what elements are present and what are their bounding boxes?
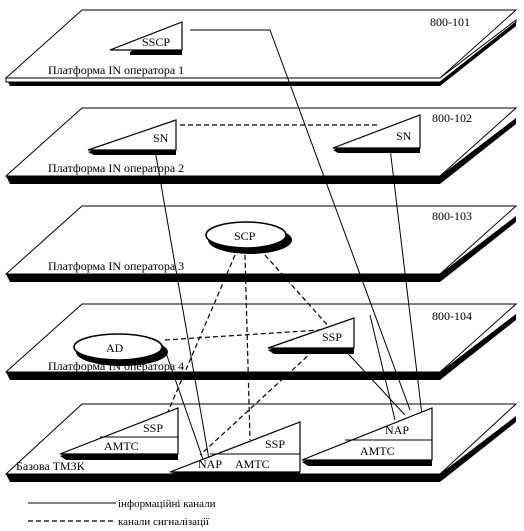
node-label-sn-left: SN: [153, 131, 169, 145]
platform-plane-1: 800-101 Платформа IN оператора 1: [4, 9, 518, 86]
node-label-ad: AD: [106, 341, 124, 355]
node-label-ssp-left: SSP: [143, 421, 163, 435]
info-channel-sscp-nap: [190, 29, 411, 411]
node-ssp-op4: SSP: [267, 317, 355, 354]
info-channel-ssp4-nap: [339, 344, 406, 416]
node-label-nap-mid: NAP: [198, 457, 222, 471]
legend: інформаційні канали канали сигналізації: [28, 498, 216, 528]
node-label-ssp-mid: SSP: [265, 437, 285, 451]
node-ssp-nap-amtc-mid: SSP NAP AMTC: [169, 421, 301, 478]
node-ad: AD: [73, 333, 168, 366]
platform-code-4: 800-104: [432, 309, 472, 323]
node-label-nap-right: NAP: [385, 423, 409, 437]
node-label-sscp: SSCP: [142, 35, 170, 49]
node-label-amtc-left: AMTC: [104, 439, 139, 453]
platform-label-1: Платформа IN оператора 1: [48, 63, 184, 77]
info-channel-sn-right-nap: [389, 147, 423, 416]
info-channel-sn-left-nap: [154, 149, 211, 466]
node-sn-right: SN: [332, 114, 421, 153]
node-scp: SCP: [205, 221, 292, 254]
platform-label-3: Платформа IN оператора 3: [48, 259, 184, 273]
platform-plane-2: 800-102 Платформа IN оператора 2: [4, 107, 518, 184]
signal-channel-scp-ssp-mid: [244, 254, 251, 441]
platform-code-1: 800-101: [430, 15, 470, 29]
node-label-amtc-mid: AMTC: [235, 457, 270, 471]
legend-dashed-label: канали сигналізації: [118, 516, 210, 528]
node-ssp-amtc-left: SSP AMTC: [59, 407, 179, 460]
signal-channel-scp-ssp-left: [157, 254, 236, 436]
signal-channel-ssp4-ssp-mid: [199, 339, 326, 456]
node-sscp: SSCP: [109, 21, 183, 55]
info-channel-ad-ssp: [164, 349, 206, 466]
node-label-amtc-right: AMTC: [360, 444, 395, 458]
platform-label-2: Платформа IN оператора 2: [48, 161, 184, 175]
connections: [154, 29, 423, 466]
node-label-sn-right: SN: [396, 129, 412, 143]
info-channel-right-drop: [369, 314, 396, 421]
platform-label-5: Базова ТМЗК: [16, 459, 86, 473]
legend-solid-label: інформаційні канали: [118, 498, 216, 510]
node-sn-left: SN: [87, 119, 177, 155]
signal-channel-scp-ssp-right: [264, 254, 331, 329]
platform-code-3: 800-103: [432, 209, 472, 223]
platform-code-2: 800-102: [432, 111, 472, 125]
signal-channel-ad-ssp4: [164, 329, 321, 341]
node-label-ssp-op4: SSP: [322, 330, 342, 344]
node-label-scp: SCP: [234, 229, 256, 243]
node-nap-amtc-right: NAP AMTC: [301, 407, 433, 466]
